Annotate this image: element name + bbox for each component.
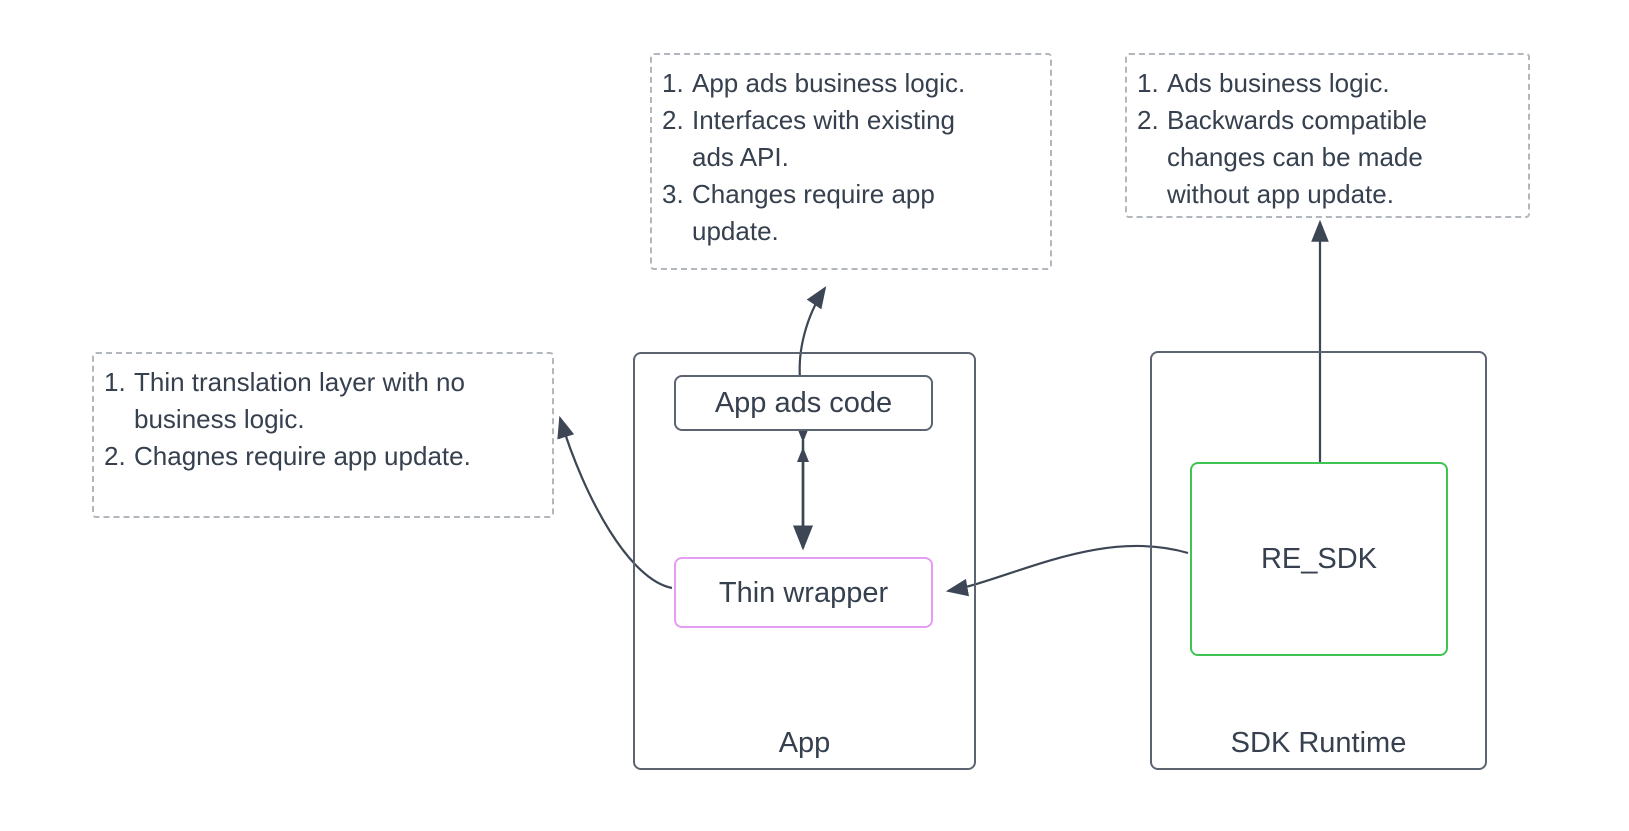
callout-app-ads-code: App ads business logic. Interfaces with … — [650, 53, 1052, 270]
callout-item: Chagnes require app update. — [104, 438, 471, 475]
callout-item: Ads business logic. — [1137, 65, 1390, 102]
container-sdk-runtime-label: SDK Runtime — [1230, 727, 1407, 759]
node-app-ads-code[interactable]: App ads code — [674, 375, 933, 431]
node-re-sdk-label: RE_SDK — [1260, 543, 1378, 575]
node-thin-wrapper[interactable]: Thin wrapper — [674, 557, 933, 628]
container-app[interactable]: App — [633, 352, 976, 770]
node-re-sdk[interactable]: RE_SDK — [1190, 462, 1448, 656]
callout-list: App ads business logic. Interfaces with … — [662, 65, 1036, 250]
callout-list: Thin translation layer with no business … — [104, 364, 538, 475]
callout-item: Backwards compatible changes can be made… — [1137, 102, 1428, 209]
callout-item: Changes require app update. — [662, 176, 935, 246]
node-thin-wrapper-label: Thin wrapper — [718, 576, 889, 609]
callout-item: Thin translation layer with no business … — [104, 364, 465, 434]
callout-thin-wrapper: Thin translation layer with no business … — [92, 352, 554, 518]
callout-list: Ads business logic. Backwards compatible… — [1137, 65, 1514, 213]
container-app-label: App — [778, 727, 831, 759]
callout-item: Interfaces with existing ads API. — [662, 102, 956, 172]
callout-item: App ads business logic. — [662, 65, 966, 102]
node-app-ads-code-label: App ads code — [714, 387, 893, 419]
callout-re-sdk: Ads business logic. Backwards compatible… — [1125, 53, 1530, 218]
container-sdk-runtime[interactable]: SDK Runtime — [1150, 351, 1487, 770]
